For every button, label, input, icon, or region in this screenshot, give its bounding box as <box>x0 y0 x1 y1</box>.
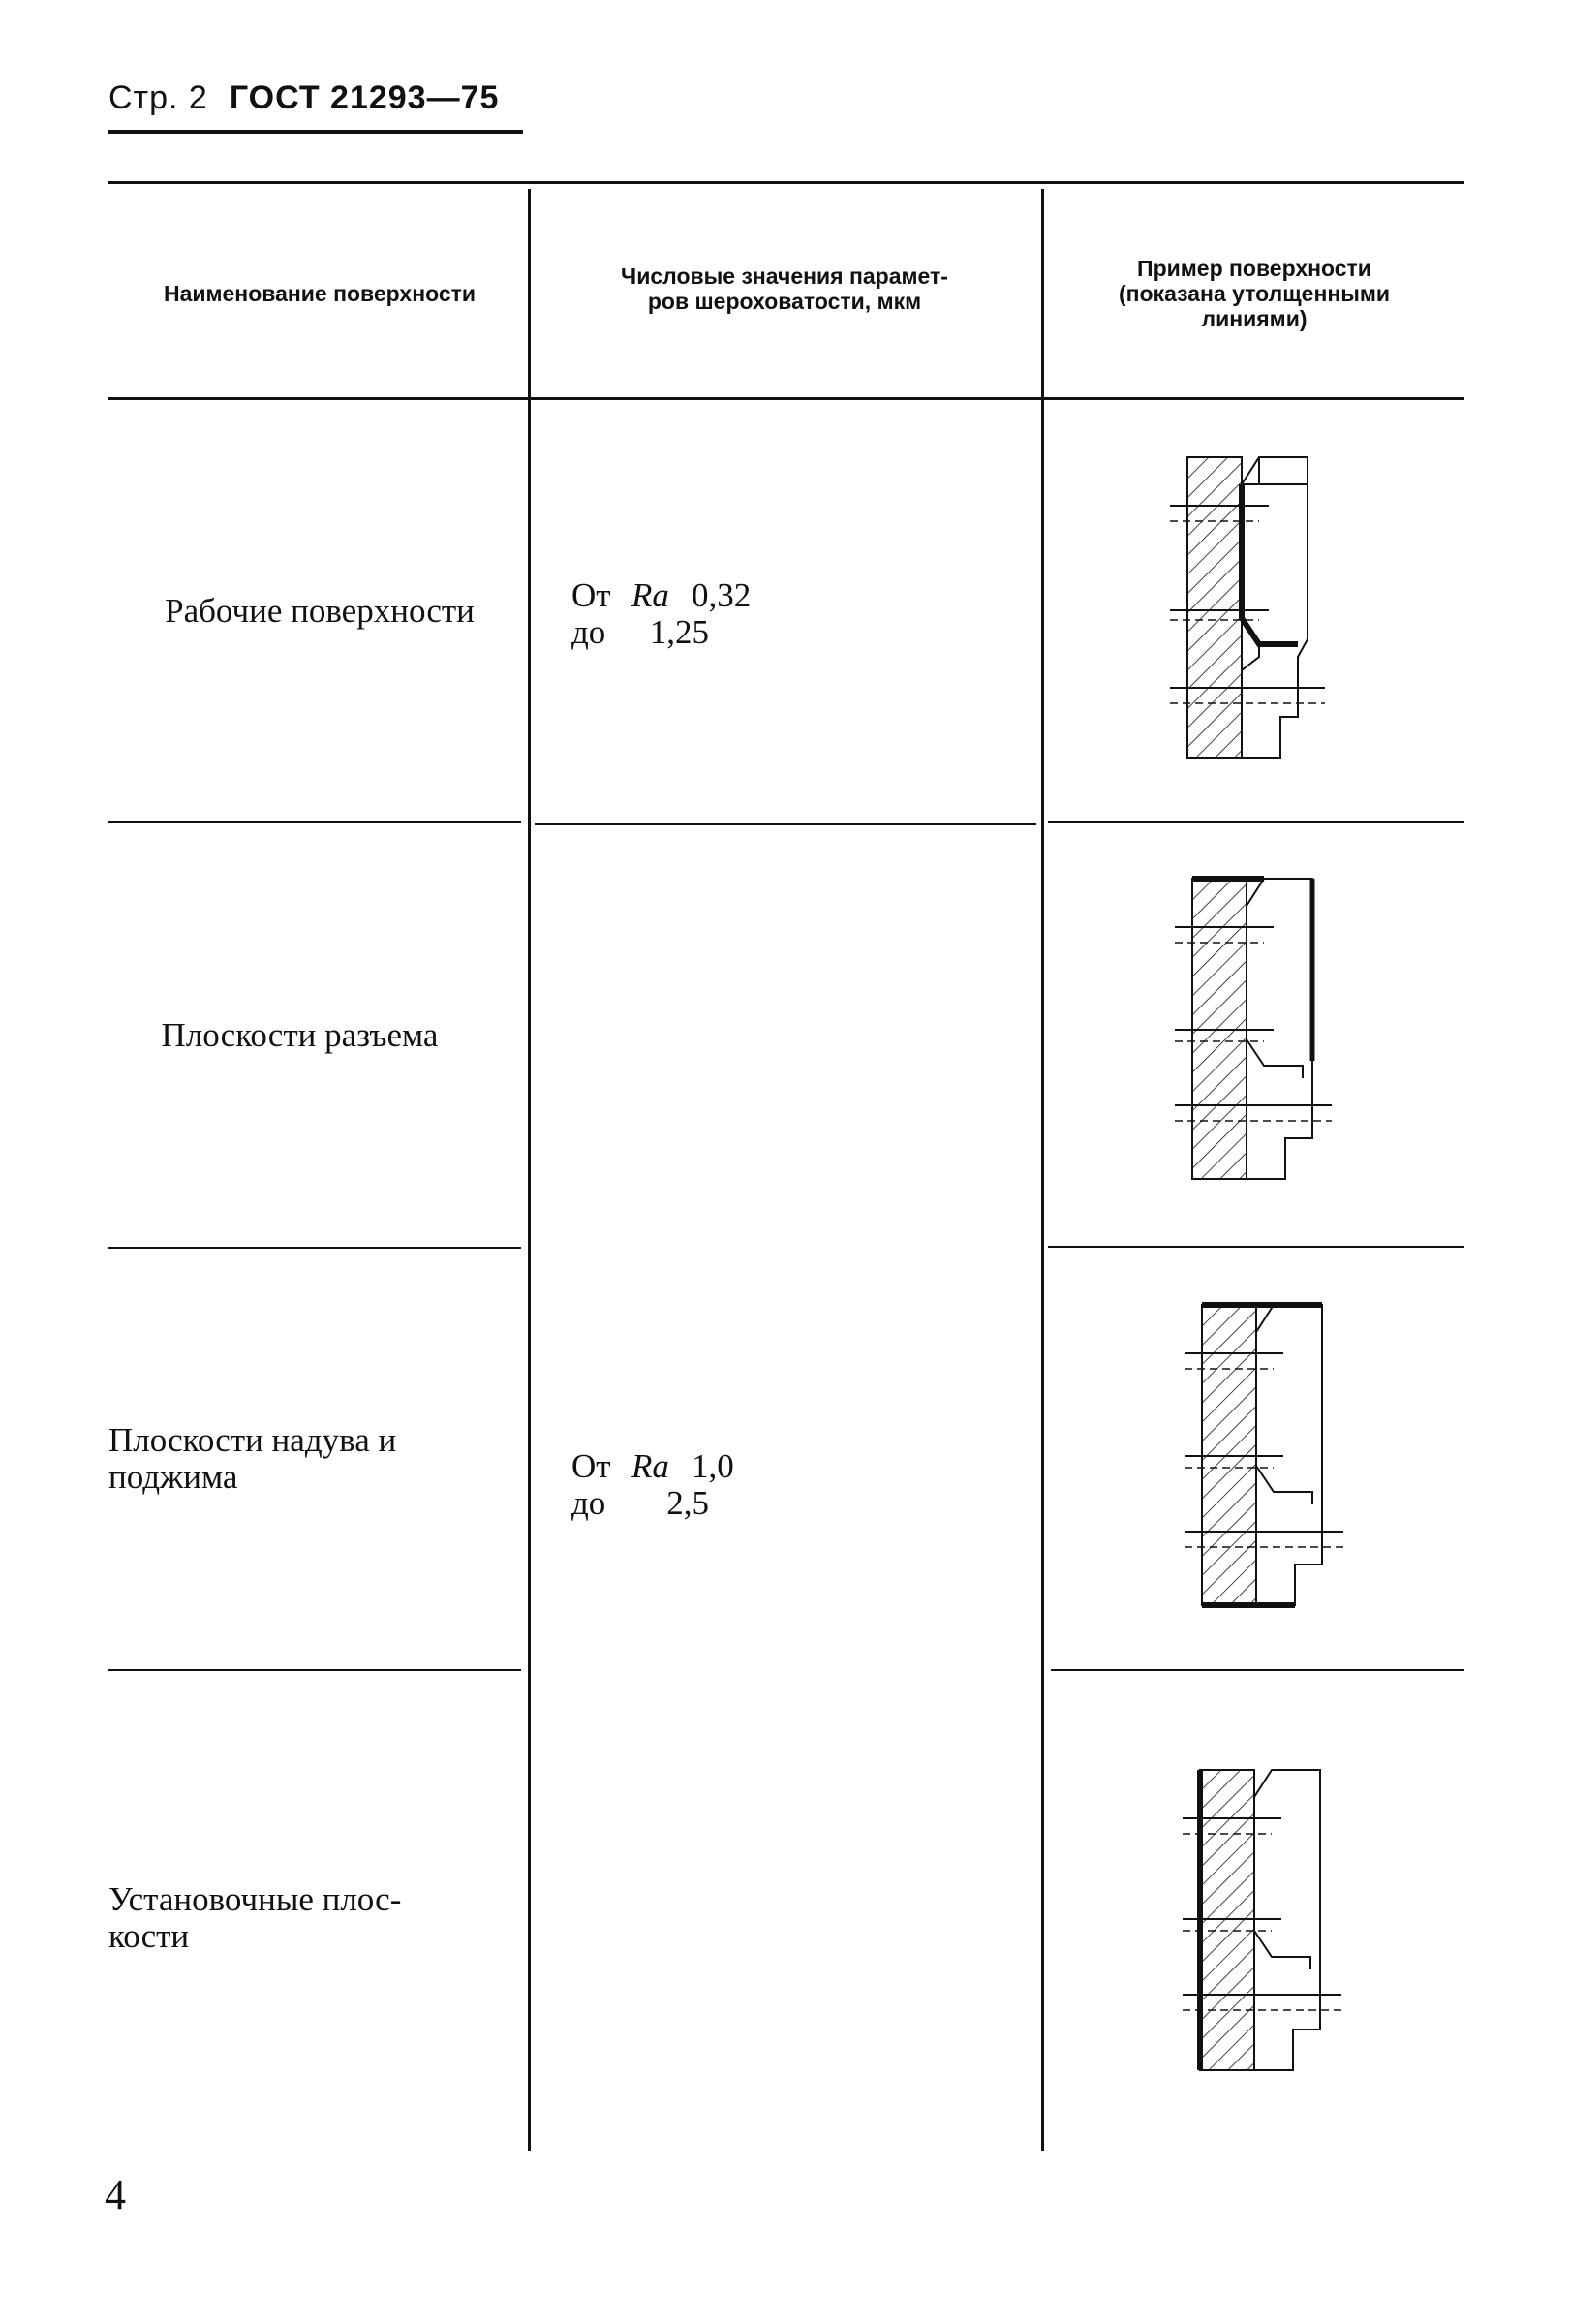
blowing-surface-drawing <box>1185 1302 1343 1608</box>
page-number: 4 <box>105 2171 126 2218</box>
surface-name-working: Рабочие поверхности <box>165 592 475 630</box>
row-rule-col2-1 <box>535 823 1036 825</box>
surface-drawing-mounting <box>1175 1758 1349 2088</box>
row-rule-col3-2 <box>1048 1246 1464 1248</box>
row-rule-col1-1 <box>108 821 521 823</box>
mold-section <box>1183 1769 1341 2071</box>
table-top-rule <box>108 181 1464 184</box>
mounting-surface-drawing <box>1183 1769 1341 2071</box>
table-header-rule <box>108 397 1464 400</box>
parting-surface-drawing <box>1175 876 1332 1180</box>
surface-name-mounting: Установочные плос- кости <box>108 1880 402 1955</box>
column-divider-1 <box>528 189 531 2151</box>
column-header-surface-name: Наименование поверхности <box>163 281 477 306</box>
column-divider-2 <box>1041 189 1044 2151</box>
page-label: Стр. 2 <box>108 79 208 116</box>
surface-name-blowing: Плоскости надува и поджима <box>108 1421 397 1496</box>
mold-section <box>1170 456 1325 759</box>
page-header: Стр. 2 ГОСТ 21293—75 <box>108 79 499 117</box>
mold-section <box>1185 1302 1343 1608</box>
row-rule-col3-1 <box>1048 821 1464 823</box>
row-rule-col1-2 <box>108 1247 521 1249</box>
surface-drawing-working <box>1162 446 1337 775</box>
surface-name-parting: Плоскости разъема <box>161 1016 439 1054</box>
column-header-surface-example: Пример поверхности (показана утолщенными… <box>1118 256 1391 331</box>
mold-section <box>1175 876 1332 1180</box>
row-rule-col3-3 <box>1051 1669 1464 1671</box>
header-rule <box>108 130 523 134</box>
column-header-roughness-values: Числовые значения парамет- ров шероховат… <box>621 263 948 314</box>
row-rule-col1-3 <box>108 1669 521 1671</box>
standard-number: ГОСТ 21293—75 <box>229 79 500 116</box>
surface-drawing-blowing <box>1177 1293 1351 1623</box>
surface-drawing-parting <box>1167 867 1341 1196</box>
working-surface-drawing <box>1170 456 1325 759</box>
